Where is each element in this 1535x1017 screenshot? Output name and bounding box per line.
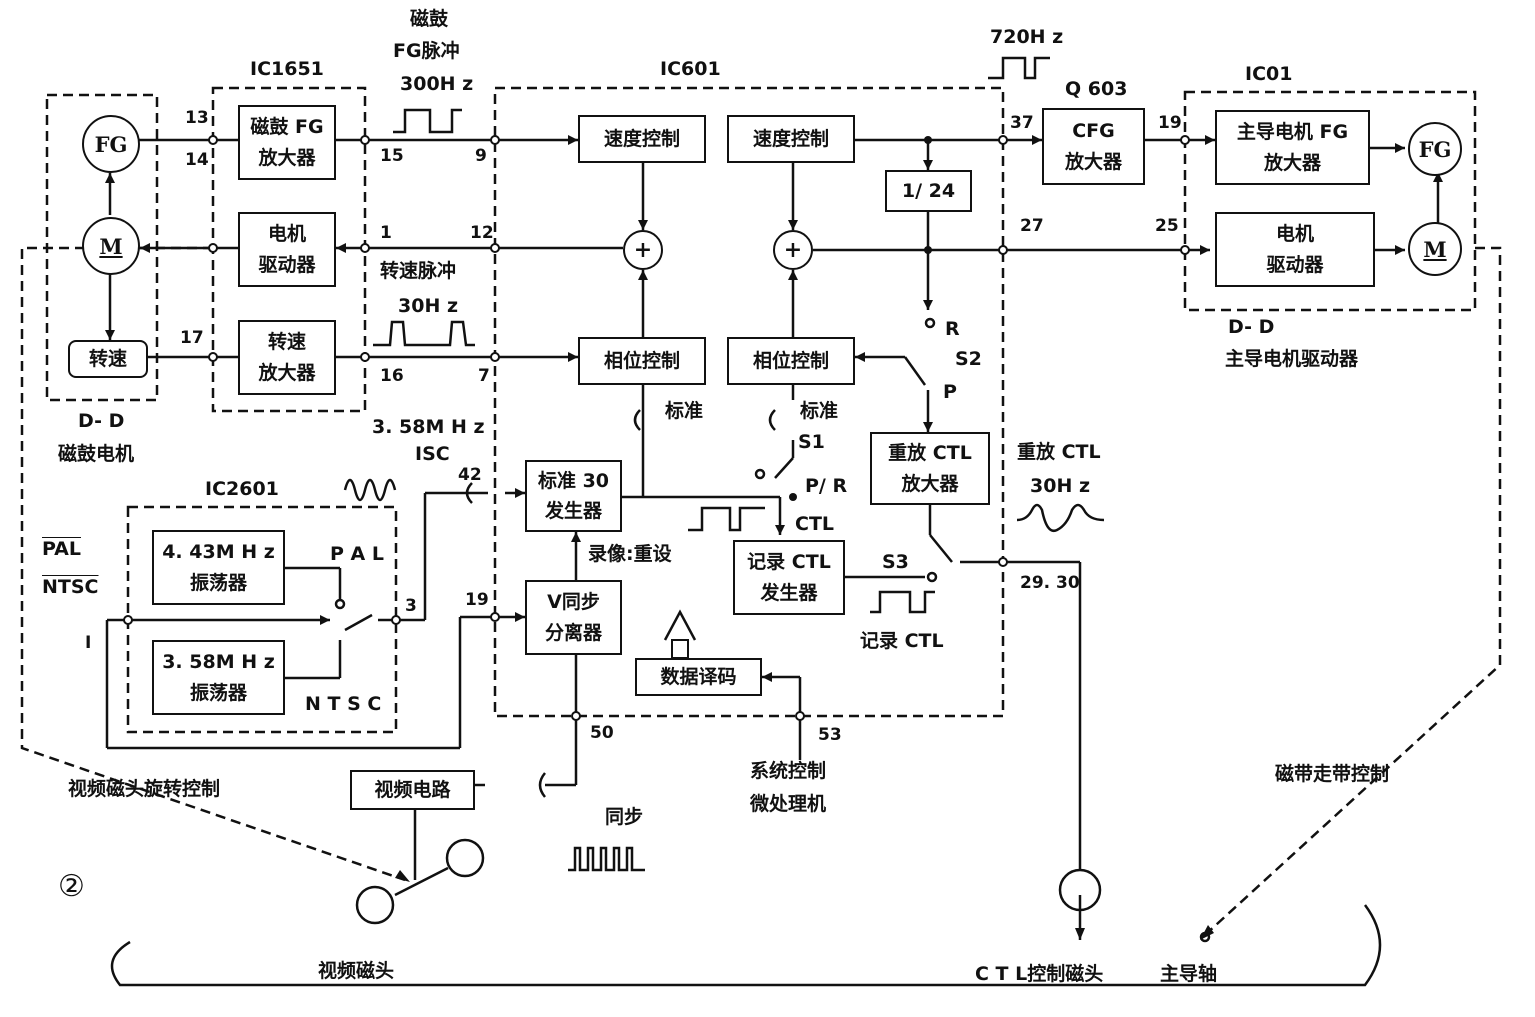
tach-block: 转速 (68, 340, 148, 378)
rec-reset-label: 录像:重设 (588, 543, 672, 565)
pin-42: 42 (458, 465, 482, 485)
pin-29-30: 29. 30 (1020, 573, 1080, 593)
figure-number: ② (58, 869, 85, 904)
ic01-boundary (1183, 90, 1477, 312)
ntsc-label: N T S C (305, 693, 382, 715)
tach-amp-block: 转速放大器 (238, 320, 336, 395)
drum-motor-title-2: 磁鼓电机 (58, 443, 135, 465)
play-ctl-label-2: 30H z (1030, 475, 1091, 497)
speed-control-left-block: 速度控制 (578, 115, 706, 163)
syscon-label-2: 微处理机 (750, 793, 827, 815)
pin-7: 7 (478, 366, 490, 386)
video-circuit-block: 视频电路 (350, 770, 475, 810)
speed-control-right-block: 速度控制 (727, 115, 855, 163)
phase-control-left-block: 相位控制 (578, 337, 706, 385)
tape-transport-control-label: 磁带走带控制 (1275, 763, 1390, 785)
ntsc-input-label: NTSC (42, 576, 99, 598)
capstan-title-1: D- D (1228, 316, 1275, 338)
pin-19-ic01: 19 (1158, 113, 1182, 133)
vsync-separator-block: V同步分离器 (525, 580, 622, 655)
ic1651-label: IC1651 (250, 58, 324, 80)
drum-motor-driver-block: 电机驱动器 (238, 212, 336, 287)
pin-12: 12 (470, 223, 494, 243)
tach-pulse-label: 转速脉冲 (380, 260, 457, 282)
pin-37: 37 (1010, 113, 1034, 133)
drum-fg-circle: FG (82, 115, 140, 173)
s1-label: S1 (798, 431, 825, 453)
rec-ctl-label: 记录 CTL (860, 630, 944, 652)
drum-motor-circle: M (82, 217, 140, 275)
ic01-label: IC01 (1245, 63, 1293, 85)
sum-left-circle: + (623, 230, 663, 270)
pr-label: P/ R (805, 475, 848, 497)
hz30-label: 30H z (398, 295, 459, 317)
data-decoder-block: 数据译码 (635, 658, 762, 696)
pin-9: 9 (475, 146, 487, 166)
capstan-shaft-label: 主导轴 (1160, 963, 1218, 985)
play-ctl-label-1: 重放 CTL (1017, 441, 1101, 463)
drum-fg-pulse-label-1: 磁鼓 (410, 8, 449, 30)
divider-block: 1/ 24 (885, 170, 972, 212)
p-label: P (943, 381, 957, 403)
sum-right-circle: + (773, 230, 813, 270)
ic2601-label: IC2601 (205, 478, 279, 500)
r-label: R (945, 318, 960, 340)
video-head-label: 视频磁头 (318, 960, 395, 982)
drum-motor-title-1: D- D (78, 410, 125, 432)
pin-1: 1 (380, 223, 392, 243)
standard-left-label: 标准 (665, 400, 704, 422)
capstan-motor-circle: M (1408, 222, 1462, 276)
pin-19-ic601: 19 (465, 590, 489, 610)
ctl-label: CTL (795, 513, 835, 535)
pal-label: P A L (330, 543, 384, 565)
drum-fg-pulse-label-3: 300H z (400, 73, 474, 95)
pin-17: 17 (180, 328, 204, 348)
ic601-label: IC601 (660, 58, 721, 80)
pin-53: 53 (818, 725, 842, 745)
hz720-label: 720H z (990, 26, 1064, 48)
pin-50: 50 (590, 723, 614, 743)
standard-right-label: 标准 (800, 400, 839, 422)
ctl-head-label: C T L控制磁头 (975, 963, 1104, 985)
pin-16: 16 (380, 366, 404, 386)
phase-control-right-block: 相位控制 (727, 337, 855, 385)
pin-14: 14 (185, 150, 209, 170)
s2-label: S2 (955, 348, 982, 370)
pin-13: 13 (185, 108, 209, 128)
syscon-label-1: 系统控制 (750, 760, 827, 782)
pal-input-label: PAL (42, 538, 81, 560)
q603-label: Q 603 (1065, 78, 1128, 100)
pin-3: 3 (405, 596, 417, 616)
s3-label: S3 (882, 551, 909, 573)
pin-i: I (85, 633, 92, 653)
pin-27: 27 (1020, 216, 1044, 236)
sync-label: 同步 (605, 806, 644, 828)
pin-15: 15 (380, 146, 404, 166)
drum-fg-pulse-label-2: FG脉冲 (393, 40, 460, 62)
pin-25: 25 (1155, 216, 1179, 236)
isc-label-1: 3. 58M H z (372, 416, 485, 438)
ic601-boundary (493, 86, 1005, 718)
head-rotation-control-label: 视频磁头旋转控制 (68, 778, 221, 800)
capstan-fg-circle: FG (1408, 122, 1462, 176)
capstan-title-2: 主导电机驱动器 (1225, 348, 1359, 370)
capstan-motor-driver-block: 电机驱动器 (1215, 212, 1375, 287)
isc-label-2: ISC (415, 443, 450, 465)
